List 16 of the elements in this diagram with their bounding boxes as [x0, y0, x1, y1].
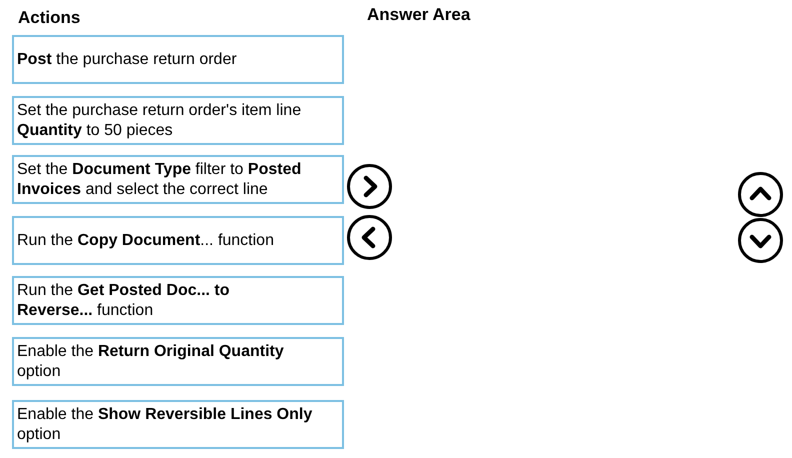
action-box	[12, 337, 344, 386]
action-text: Set the Document Type filter to Posted Invoices and select the correct line	[17, 160, 302, 200]
section-heading: Actions	[18, 7, 80, 29]
action-text: Enable the Show Reversible Lines Only option	[17, 404, 314, 444]
action-box	[12, 400, 344, 449]
action-text: Post the purchase return order	[17, 50, 238, 70]
action-text: Set the purchase return order's item line Quantity to 50 pieces	[17, 100, 302, 140]
action-box	[12, 155, 344, 204]
action-text: Run the Copy Document... function	[17, 230, 275, 250]
section-heading: Answer Area	[367, 4, 470, 26]
action-box	[12, 276, 344, 325]
action-text: Enable the Return Original Quantity option	[17, 342, 285, 382]
action-box	[12, 96, 344, 145]
action-box	[12, 35, 344, 84]
action-box	[12, 216, 344, 265]
action-text: Run the Get Posted Doc... to Reverse... function	[17, 280, 230, 320]
